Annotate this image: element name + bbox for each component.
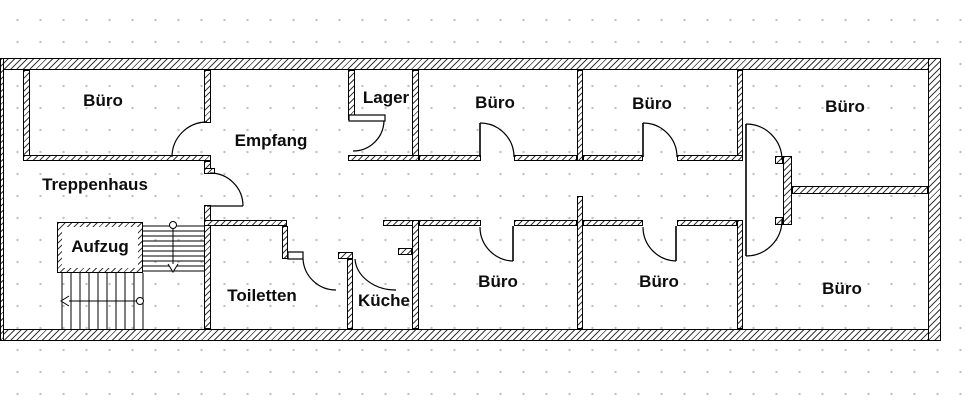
room-label-treppenhaus: Treppenhaus	[42, 175, 148, 194]
wall	[23, 70, 30, 161]
wall	[398, 248, 412, 255]
wall	[775, 217, 783, 225]
wall	[514, 155, 577, 161]
door-arc	[354, 258, 397, 291]
room-label-buero-top-2: Büro	[475, 93, 515, 112]
wall	[583, 220, 643, 226]
wall	[577, 196, 583, 329]
room-label-buero-top-left: Büro	[83, 91, 123, 110]
wall	[737, 70, 743, 161]
room-label-kueche: Küche	[358, 291, 410, 310]
door-arc	[642, 122, 678, 158]
wall	[347, 259, 353, 329]
stair-treads-upper	[143, 225, 204, 272]
walkline-start-circle	[136, 297, 144, 305]
wall	[577, 70, 583, 161]
walkline-arrow-left	[60, 295, 70, 307]
wall	[677, 220, 737, 226]
wall	[792, 186, 928, 194]
outer-wall-bottom	[0, 329, 941, 341]
wall	[23, 155, 211, 161]
wall	[412, 70, 419, 161]
room-label-empfang: Empfang	[234, 131, 308, 150]
door-leaf	[287, 251, 304, 260]
stair-walkline-upper	[167, 221, 179, 273]
door-arc	[171, 121, 208, 158]
room-label-toiletten: Toiletten	[227, 286, 297, 305]
wall	[583, 155, 643, 161]
room-label-lager: Lager	[362, 88, 410, 107]
door-arc	[479, 226, 514, 262]
room-label-buero-top-3: Büro	[632, 94, 672, 113]
wall	[737, 220, 743, 329]
wall	[282, 226, 288, 259]
wall	[775, 156, 783, 164]
wall	[419, 155, 481, 161]
outer-wall-right	[928, 58, 941, 341]
elevator-cab	[62, 227, 138, 268]
wall	[783, 156, 792, 225]
door-arc	[642, 226, 677, 262]
wall	[348, 155, 419, 161]
wall	[412, 220, 419, 329]
wall	[338, 252, 353, 259]
walkline-start-circle	[169, 221, 177, 229]
wall	[204, 220, 287, 226]
door-arc	[479, 122, 515, 158]
wall	[204, 70, 211, 123]
outer-wall-top	[0, 58, 941, 70]
room-label-aufzug: Aufzug	[71, 237, 129, 256]
room-label-buero-bottom-2: Büro	[639, 272, 679, 291]
room-label-buero-bottom-1: Büro	[478, 272, 518, 291]
wall	[348, 70, 355, 120]
door-arc	[209, 172, 244, 207]
stair-walkline-lower	[60, 295, 144, 307]
door-arc	[745, 219, 783, 257]
stair-treads-lower	[61, 273, 144, 329]
room-label-buero-bottom-right: Büro	[822, 279, 862, 298]
wall	[677, 155, 743, 161]
wall	[204, 168, 215, 174]
wall	[419, 220, 481, 226]
door-arc	[302, 258, 337, 291]
door-arc	[745, 123, 783, 161]
walkline-arrow-down	[167, 263, 179, 273]
wall	[514, 220, 577, 226]
door-arc	[352, 120, 385, 152]
outer-wall-left	[0, 58, 4, 341]
room-label-buero-top-right: Büro	[825, 97, 865, 116]
